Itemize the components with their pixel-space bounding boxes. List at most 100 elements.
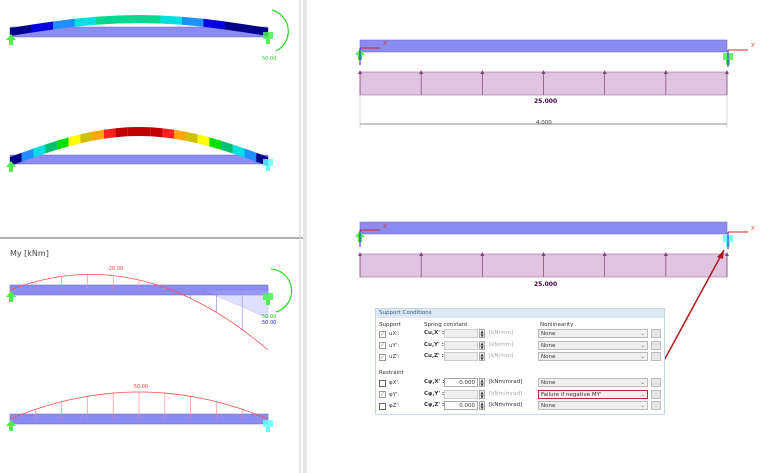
spring-input[interactable]: 0.000 (444, 401, 478, 410)
support-conditions-panel: Support Conditions Support Spring consta… (375, 308, 665, 415)
spinner-button[interactable]: ▲▼ (479, 329, 485, 338)
edit-nonlinearity-button[interactable] (651, 329, 661, 338)
stress-segment (209, 137, 222, 150)
spinner-button[interactable]: ▲▼ (479, 352, 485, 361)
nonlinearity-select[interactable]: Failure if negative MY' ⌄ (538, 389, 648, 399)
nonlinearity-header: Nonlinearity (540, 322, 574, 328)
stress-segment (232, 144, 245, 158)
fixed-support-icon (263, 420, 273, 427)
nonlinearity-select[interactable]: None⌄ (538, 378, 648, 387)
stress-segment (225, 21, 247, 33)
checkbox[interactable]: ✓ (379, 342, 386, 349)
chevron-down-icon: ⌄ (640, 403, 645, 409)
checkbox[interactable]: ✓ (379, 330, 386, 338)
row-checkbox[interactable]: φX': (379, 378, 400, 388)
edit-nonlinearity-button[interactable] (651, 352, 661, 361)
row-label: φX': (389, 380, 400, 386)
load-arrowhead (602, 70, 607, 74)
row-label: uX': (389, 331, 400, 337)
model-view-2 (355, 221, 748, 278)
restraint-header: Restraint (379, 370, 404, 376)
fixed-support-icon (266, 39, 270, 44)
select-value: None (541, 403, 556, 409)
checkbox[interactable]: ✓ (379, 391, 386, 398)
stress-segment (127, 127, 139, 137)
load-value-2: 25.000 (534, 281, 558, 288)
stress-segment (221, 140, 233, 154)
checkbox[interactable] (379, 402, 386, 410)
edit-nonlinearity-button[interactable] (651, 401, 661, 410)
load-arrowhead (663, 252, 668, 256)
stress-segment (185, 131, 198, 144)
fixed-support-icon (266, 300, 270, 305)
spring-label: Cφ,X' : (424, 379, 445, 385)
spring-input[interactable] (444, 340, 478, 350)
row-checkbox[interactable]: ✓uY': (379, 341, 399, 351)
stress-segment (92, 129, 104, 141)
spring-input[interactable] (444, 329, 478, 338)
load-arrowhead (725, 252, 729, 256)
moment-diagram-1 (6, 268, 293, 351)
spring-label: Cu,X' : (424, 330, 445, 336)
edit-nonlinearity-button[interactable] (651, 389, 661, 399)
spring-header: Spring constant (424, 322, 468, 328)
nonlinearity-select[interactable]: None ⌄ (538, 401, 648, 410)
axis-x-label: X' (751, 226, 756, 232)
moment-end-label-2: 50.00 (262, 320, 277, 326)
chevron-down-icon: ⌄ (640, 331, 645, 337)
spinner-button[interactable]: ▲▼ (479, 378, 485, 387)
load-arrowhead (358, 70, 362, 74)
stress-segment (56, 137, 69, 150)
stress-segment (182, 16, 204, 27)
load-arrowhead (541, 252, 546, 256)
load-arrowhead (358, 252, 362, 256)
stress-segment (80, 131, 93, 144)
rotation-arc-icon (271, 9, 289, 52)
stress-segment (10, 152, 22, 166)
spinner-button[interactable]: ▲▼ (479, 340, 485, 350)
support-header: Support (379, 322, 401, 328)
stress-segment (244, 148, 257, 162)
checkbox[interactable] (379, 379, 386, 387)
nonlinearity-select[interactable]: None⌄ (538, 340, 648, 350)
row-checkbox[interactable]: ✓φY': (379, 390, 399, 400)
stress-segment (103, 128, 116, 139)
nonlinearity-select[interactable]: None⌄ (538, 352, 648, 361)
load-arrowhead (602, 252, 607, 256)
hinged-support-icon (6, 420, 16, 431)
stress-segment (45, 140, 57, 154)
load-arrowhead (419, 252, 424, 256)
deformed-beam-stress (6, 127, 273, 172)
edit-nonlinearity-button[interactable] (651, 340, 661, 350)
spring-input[interactable] (444, 389, 478, 399)
beam (359, 221, 728, 235)
hinged-support-icon (6, 161, 16, 172)
nonlinearity-select[interactable]: None ⌄ (538, 329, 648, 338)
checkbox[interactable]: ✓ (379, 353, 386, 361)
stress-segment (139, 15, 161, 24)
row-checkbox[interactable]: ✓uZ': (379, 352, 400, 362)
spinner-button[interactable]: ▲▼ (479, 389, 485, 399)
edit-nonlinearity-button[interactable] (651, 378, 661, 387)
fixed-support-icon (263, 159, 273, 166)
spring-input[interactable] (444, 352, 478, 361)
spinner-button[interactable]: ▲▼ (479, 401, 485, 410)
load-arrowhead (663, 70, 668, 74)
moment-max-label: -28.00 (107, 266, 124, 272)
diagram-title: My [kNm] (10, 249, 49, 258)
chevron-down-icon: ⌄ (640, 342, 645, 349)
callout-arrowhead (717, 250, 724, 259)
select-value: None (541, 380, 556, 386)
spring-input[interactable]: 0.000 (444, 378, 478, 387)
fixed-support-icon (263, 293, 273, 300)
row-checkbox[interactable]: ✓uX': (379, 329, 400, 339)
select-value: Failure if negative MY' (541, 391, 602, 398)
select-value: None (541, 331, 556, 337)
load-arrowhead (480, 70, 485, 74)
vertical-splitter[interactable] (303, 0, 307, 473)
chevron-down-icon: ⌄ (640, 391, 645, 398)
row-checkbox[interactable]: φZ': (379, 401, 400, 411)
rotation-label: 50.00 (262, 56, 277, 62)
moment-end-label: 50.00 (262, 314, 277, 320)
